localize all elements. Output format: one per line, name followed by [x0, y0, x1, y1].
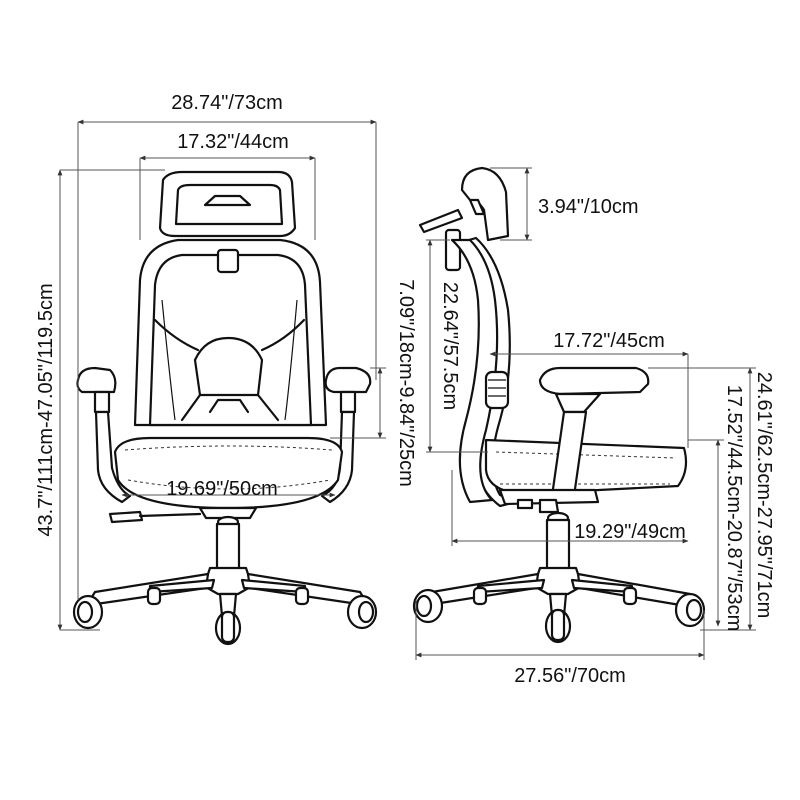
- headrest-adjust-label: 3.94"/10cm: [538, 196, 639, 218]
- overall-width-label: 28.74"/73cm: [171, 92, 283, 114]
- side-view-chair: [412, 166, 706, 644]
- backrest-height-label: 22.64"/57.5cm: [439, 282, 461, 410]
- front-view-dimensions: [57, 119, 386, 631]
- armrest-adjust-label: 7.09"/18cm-9.84"/25cm: [395, 279, 417, 487]
- side-view-dimensions: [415, 167, 756, 660]
- total-height-label: 43.7"/111cm-47.05"/119.5cm: [35, 283, 57, 536]
- front-view-chair: [72, 170, 378, 646]
- seat-front-width-label: 19.69"/50cm: [166, 478, 278, 500]
- overall-depth-label: 27.56"/70cm: [514, 665, 626, 687]
- armrest-height-label: 24.61"/62.5cm-27.95"/71cm: [753, 372, 775, 619]
- seat-depth-2-label: 19.29"/49cm: [574, 521, 686, 543]
- seat-width-label: 17.32"/44cm: [177, 131, 289, 153]
- seat-depth-label: 17.72"/45cm: [553, 330, 665, 352]
- seat-height-label: 17.52"/44.5cm-20.87"/53cm: [723, 385, 745, 632]
